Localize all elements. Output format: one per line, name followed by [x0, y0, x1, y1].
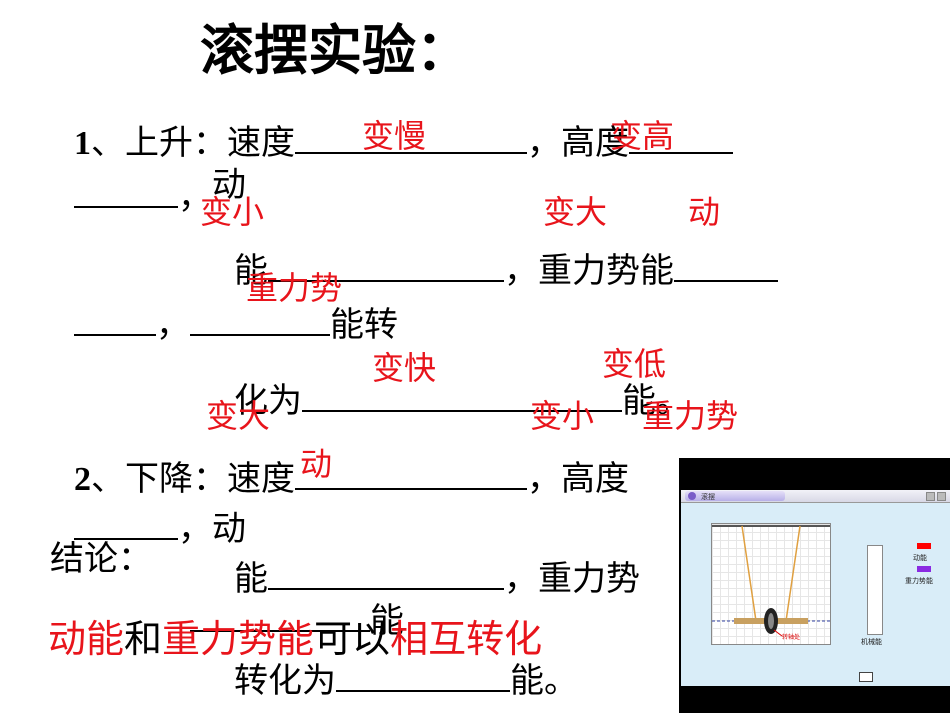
q2-line5: 转化为 能。	[234, 664, 578, 698]
q1-gpe-label: 重力势能	[538, 251, 674, 291]
q1-line3: 能 ，重力势能	[234, 254, 778, 288]
conclusion-label: 结论：	[50, 539, 152, 579]
sim-control-button[interactable]	[859, 672, 873, 682]
sim-window-title: 滚摆	[701, 493, 715, 501]
q2-sep: 、	[91, 459, 125, 499]
legend-ke-label: 动能	[913, 554, 927, 562]
q1-rise-label: 上升：速度	[125, 123, 295, 163]
page-title: 滚摆实验：	[200, 19, 470, 82]
q2-height-label: 高度	[561, 459, 629, 499]
q1-speed-blank	[295, 126, 527, 154]
answer-from-kinetic: 动	[688, 193, 721, 231]
q1-line2: ，动	[74, 168, 246, 217]
sim-bottom-frame	[679, 686, 950, 713]
q1-neng-a: 能	[234, 251, 268, 291]
conclusion-statement: 动能和重力势能可以相互转化	[48, 620, 542, 658]
q2-line1: 2、下降：速度 ，高度	[74, 462, 629, 497]
q1-kinetic-a: 动	[212, 165, 246, 205]
conclusion-can: 可以	[314, 617, 391, 661]
q2-neng-b: 能	[234, 559, 268, 599]
q2-ke-blank	[268, 562, 504, 590]
q1-height-label: 高度	[561, 123, 629, 163]
q1-line4: ， 能转	[74, 308, 398, 342]
q2-comma3: ，	[504, 559, 538, 599]
q1-gpe-blank-b	[74, 308, 156, 336]
legend-gpe-swatch	[917, 566, 931, 572]
answer-speed-down: 变快	[372, 349, 437, 387]
answer-gpe-small: 变小	[530, 397, 595, 435]
q1-gpe-blank-a	[674, 254, 778, 282]
q1-to-blank	[302, 384, 622, 412]
q1-height-blank-b	[74, 180, 178, 208]
q2-comma2: ，	[178, 509, 212, 549]
q2-neng-end: 能。	[510, 661, 578, 701]
wheel-label: 转轴处	[782, 634, 801, 641]
conclusion-mutual: 相互转化	[390, 617, 543, 661]
simulation-window[interactable]: 滚摆 转轴处 机械能 动能 重力势能	[679, 458, 950, 713]
q1-comma4: ，	[156, 305, 190, 345]
answer-ke-small: 变小	[200, 193, 265, 231]
q2-gpe-blank	[190, 604, 370, 632]
q1-huawei: 化为	[234, 381, 302, 421]
q1-comma3: ，	[504, 251, 538, 291]
q2-neng-c: 能	[370, 601, 404, 641]
conclusion-and: 和	[124, 617, 163, 661]
minimize-icon[interactable]	[926, 492, 935, 501]
q1-line1: 1、上升：速度 ，高度	[74, 126, 733, 161]
sim-grid: 转轴处	[711, 523, 831, 645]
legend-gpe-label: 重力势能	[905, 577, 933, 585]
q1-from-blank	[190, 308, 330, 336]
sim-panel: 转轴处 机械能 动能 重力势能	[681, 503, 950, 711]
q2-number: 2	[74, 461, 91, 498]
q1-comma: ，	[527, 123, 561, 163]
q1-comma2: ，	[178, 177, 212, 217]
q1-neng-zhuan: 能转	[330, 305, 398, 345]
q2-speed-blank	[295, 462, 527, 490]
q2-height-blank	[74, 512, 178, 540]
q2-line3: 能 ，重力势	[234, 562, 640, 596]
legend-ke-swatch	[917, 543, 931, 549]
mechanical-energy-meter	[867, 545, 883, 635]
answer-ke-big: 变大	[206, 397, 271, 435]
conclusion-gpe: 重力势能	[162, 617, 315, 661]
pendulum-drawing	[712, 525, 830, 637]
conclusion-kinetic: 动能	[48, 617, 125, 661]
q2-gpe-label: 重力势	[538, 559, 640, 599]
answer-height-down: 变低	[602, 345, 667, 383]
sim-title-bar: 滚摆	[681, 490, 950, 503]
q1-sep: 、	[91, 123, 125, 163]
q1-ke-blank	[268, 254, 504, 282]
answer-height-up: 变高	[610, 117, 675, 155]
answer-from-gpe: 重力势	[642, 397, 739, 435]
q1-line5: 化为 能。	[234, 384, 690, 418]
sim-tab[interactable]: 滚摆	[685, 491, 785, 501]
q2-to-blank	[336, 664, 510, 692]
q1-height-blank-a	[629, 126, 733, 154]
q2-line2: ，动	[74, 512, 246, 546]
q2-fall-label: 下降：速度	[125, 459, 295, 499]
app-icon	[688, 492, 696, 500]
answer-to-kinetic: 动	[300, 445, 333, 483]
q1-neng-end: 能。	[622, 381, 690, 421]
q2-kinetic-b: 动	[212, 509, 246, 549]
meter-label: 机械能	[861, 638, 882, 646]
q2-line4: 能	[190, 604, 404, 638]
q2-zhuanhuawei: 转化为	[234, 661, 336, 701]
q2-comma: ，	[527, 459, 561, 499]
answer-to-gpe: 重力势	[246, 269, 343, 307]
answer-speed-up: 变慢	[362, 117, 427, 155]
close-icon[interactable]	[937, 492, 946, 501]
q1-number: 1	[74, 125, 91, 162]
answer-gpe-big: 变大	[543, 193, 608, 231]
